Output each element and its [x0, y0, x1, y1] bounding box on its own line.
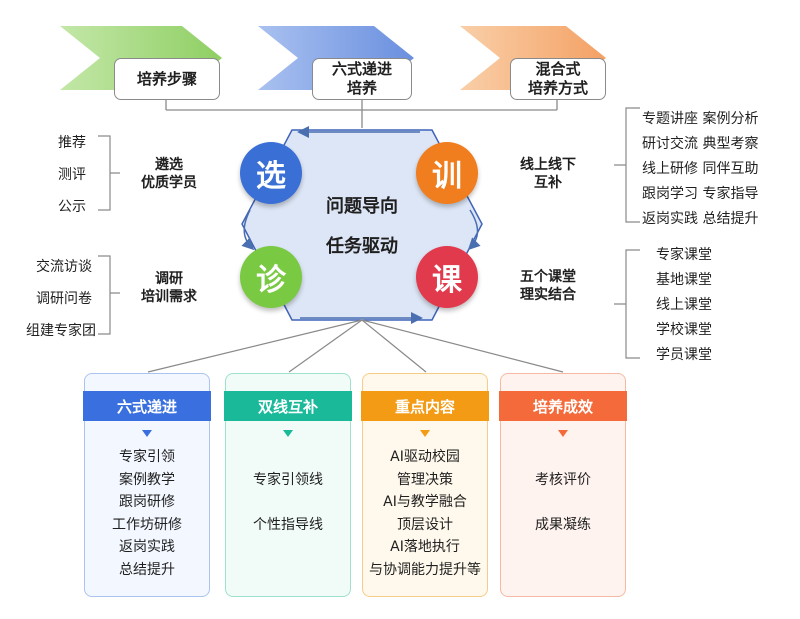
left-bracket-2	[98, 255, 120, 335]
right-item: 线上课堂	[656, 297, 712, 313]
circle-xuan: 选	[240, 142, 302, 204]
left-bracket-1	[98, 135, 120, 211]
right-item: 专题讲座 案例分析	[642, 111, 759, 127]
left-item: 推荐	[58, 135, 86, 151]
right-group-title-2: 五个课堂 理实结合	[520, 269, 576, 303]
right-item: 跟岗学习 专家指导	[642, 186, 759, 202]
step-label: 六式递进 培养	[331, 60, 392, 97]
left-item: 测评	[58, 167, 86, 183]
card-item: 个性指导线	[253, 517, 323, 534]
left-group-title-2: 调研 培训需求	[141, 271, 197, 305]
card-list: 专家引领线 个性指导线	[225, 469, 351, 537]
right-item: 学校课堂	[656, 322, 712, 338]
right-item: 研讨交流 典型考察	[642, 136, 759, 152]
card-item	[225, 492, 351, 515]
left-group-title-1: 遴选 优质学员	[141, 157, 197, 191]
right-item: 返岗实践 总结提升	[642, 211, 759, 227]
right-item: 专家课堂	[656, 247, 712, 263]
card-header: 双线互补	[224, 391, 352, 421]
right-group-title-1: 线上线下 互补	[520, 157, 576, 191]
step-label: 培养步骤	[136, 69, 197, 88]
card-down-arrow-icon	[420, 430, 430, 437]
card-item: AI与教学融合	[383, 494, 467, 511]
card-item: 返岗实践	[119, 539, 175, 556]
right-bracket-1	[614, 107, 640, 223]
card-item: 专家引领	[119, 449, 175, 465]
circle-xun: 训	[416, 142, 478, 204]
circle-zhen: 诊	[240, 246, 302, 308]
card-header: 培养成效	[499, 391, 627, 421]
card-item: AI落地执行	[390, 539, 460, 556]
card-item: AI驱动校园	[390, 449, 460, 465]
card-item: 考核评价	[535, 472, 591, 488]
card-item: 跟岗研修	[119, 494, 175, 511]
circle-char: 选	[256, 159, 286, 194]
left-item: 公示	[58, 199, 86, 215]
card-down-arrow-icon	[283, 430, 293, 437]
top-connector	[165, 100, 558, 128]
step-box-1: 培养步骤	[114, 58, 220, 100]
card-list: 专家引领 案例教学 跟岗研修 工作坊研修 返岗实践 总结提升	[84, 446, 210, 582]
left-item: 调研问卷	[36, 291, 92, 307]
card-item: 与协调能力提升等	[369, 561, 481, 578]
card-item	[500, 492, 626, 515]
right-bracket-2	[614, 249, 640, 359]
card-item: 总结提升	[119, 561, 175, 578]
card-header: 六式递进	[83, 391, 211, 421]
step-box-2: 六式递进 培养	[312, 58, 412, 100]
card-item: 工作坊研修	[112, 516, 182, 533]
card-header: 重点内容	[361, 391, 489, 421]
right-item: 基地课堂	[656, 272, 712, 288]
center-line-1: 问题导向	[326, 196, 398, 217]
card-down-arrow-icon	[142, 430, 152, 437]
cycle-arrows	[241, 126, 481, 324]
circle-char: 诊	[256, 263, 286, 298]
step-label: 混合式 培养方式	[527, 60, 588, 97]
card-item: 专家引领线	[253, 472, 323, 488]
center-line-2: 任务驱动	[326, 236, 398, 257]
card-item: 顶层设计	[397, 516, 453, 533]
step-box-3: 混合式 培养方式	[510, 58, 606, 100]
circle-ke: 课	[416, 246, 478, 308]
right-item: 线上研修 同伴互助	[642, 161, 759, 177]
circle-char: 课	[432, 263, 462, 298]
card-down-arrow-icon	[558, 430, 568, 437]
card-item: 成果凝练	[535, 517, 591, 534]
card-item: 案例教学	[119, 471, 175, 488]
card-list: AI驱动校园 管理决策 AI与教学融合 顶层设计 AI落地执行 与协调能力提升等	[362, 446, 488, 582]
left-item: 组建专家团	[26, 323, 96, 339]
card-list: 考核评价 成果凝练	[500, 469, 626, 537]
circle-char: 训	[432, 159, 462, 194]
right-item: 学员课堂	[656, 347, 712, 363]
card-item: 管理决策	[397, 471, 453, 488]
left-item: 交流访谈	[36, 259, 92, 275]
fan-connectors	[147, 319, 564, 373]
